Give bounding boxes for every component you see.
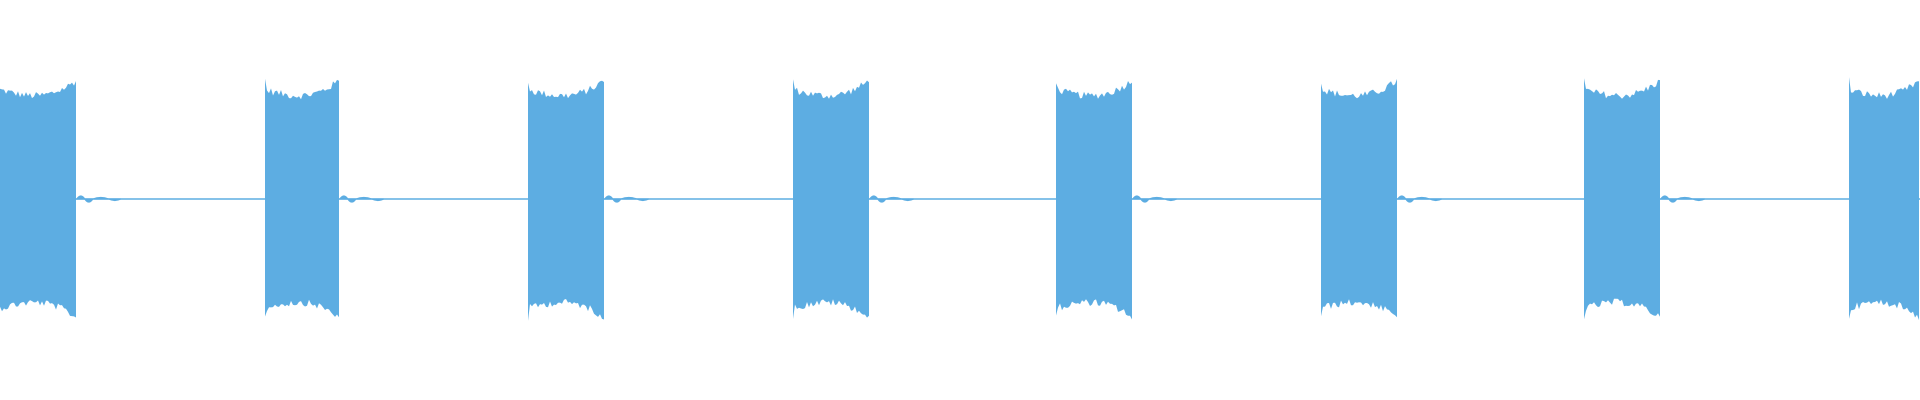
waveform-tail — [75, 195, 122, 203]
waveform-tail — [1131, 195, 1178, 203]
waveform-tail — [868, 195, 915, 203]
waveform-burst — [793, 79, 869, 319]
waveform-tail — [338, 195, 385, 203]
waveform-burst — [1584, 78, 1660, 320]
waveform-burst — [0, 81, 76, 318]
waveform-burst — [1321, 78, 1397, 318]
waveform-burst — [1849, 77, 1919, 321]
waveform-bursts — [0, 77, 1919, 321]
waveform-burst — [528, 80, 604, 321]
waveform-tail — [603, 195, 650, 203]
waveform-tail — [1659, 195, 1706, 203]
waveform-burst — [265, 78, 339, 318]
waveform-burst — [1056, 81, 1132, 320]
waveform-tail — [1396, 195, 1443, 203]
